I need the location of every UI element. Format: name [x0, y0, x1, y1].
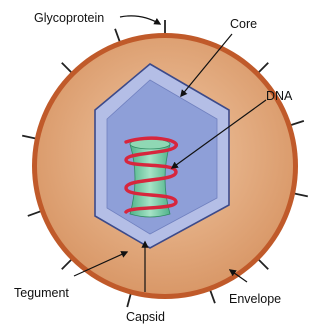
glycoprotein-pointer-icon	[120, 16, 160, 24]
glycoprotein-spike	[127, 293, 131, 307]
glycoprotein-spike	[22, 136, 37, 139]
glycoprotein-spike	[62, 63, 73, 74]
label-dna: DNA	[266, 89, 293, 103]
label-capsid: Capsid	[126, 310, 165, 324]
glycoprotein-spike	[258, 259, 269, 270]
label-core: Core	[230, 17, 257, 31]
glycoprotein-spike	[258, 63, 269, 74]
label-glycoprotein: Glycoprotein	[34, 11, 104, 25]
glycoprotein-spike	[62, 259, 73, 270]
label-tegument: Tegument	[14, 286, 69, 300]
glycoprotein-spike	[115, 29, 120, 43]
label-envelope: Envelope	[229, 292, 281, 306]
glycoprotein-spike	[290, 121, 304, 126]
glycoprotein-spike	[210, 289, 215, 303]
glycoprotein-spike	[293, 193, 308, 196]
glycoprotein-spike	[28, 211, 42, 216]
